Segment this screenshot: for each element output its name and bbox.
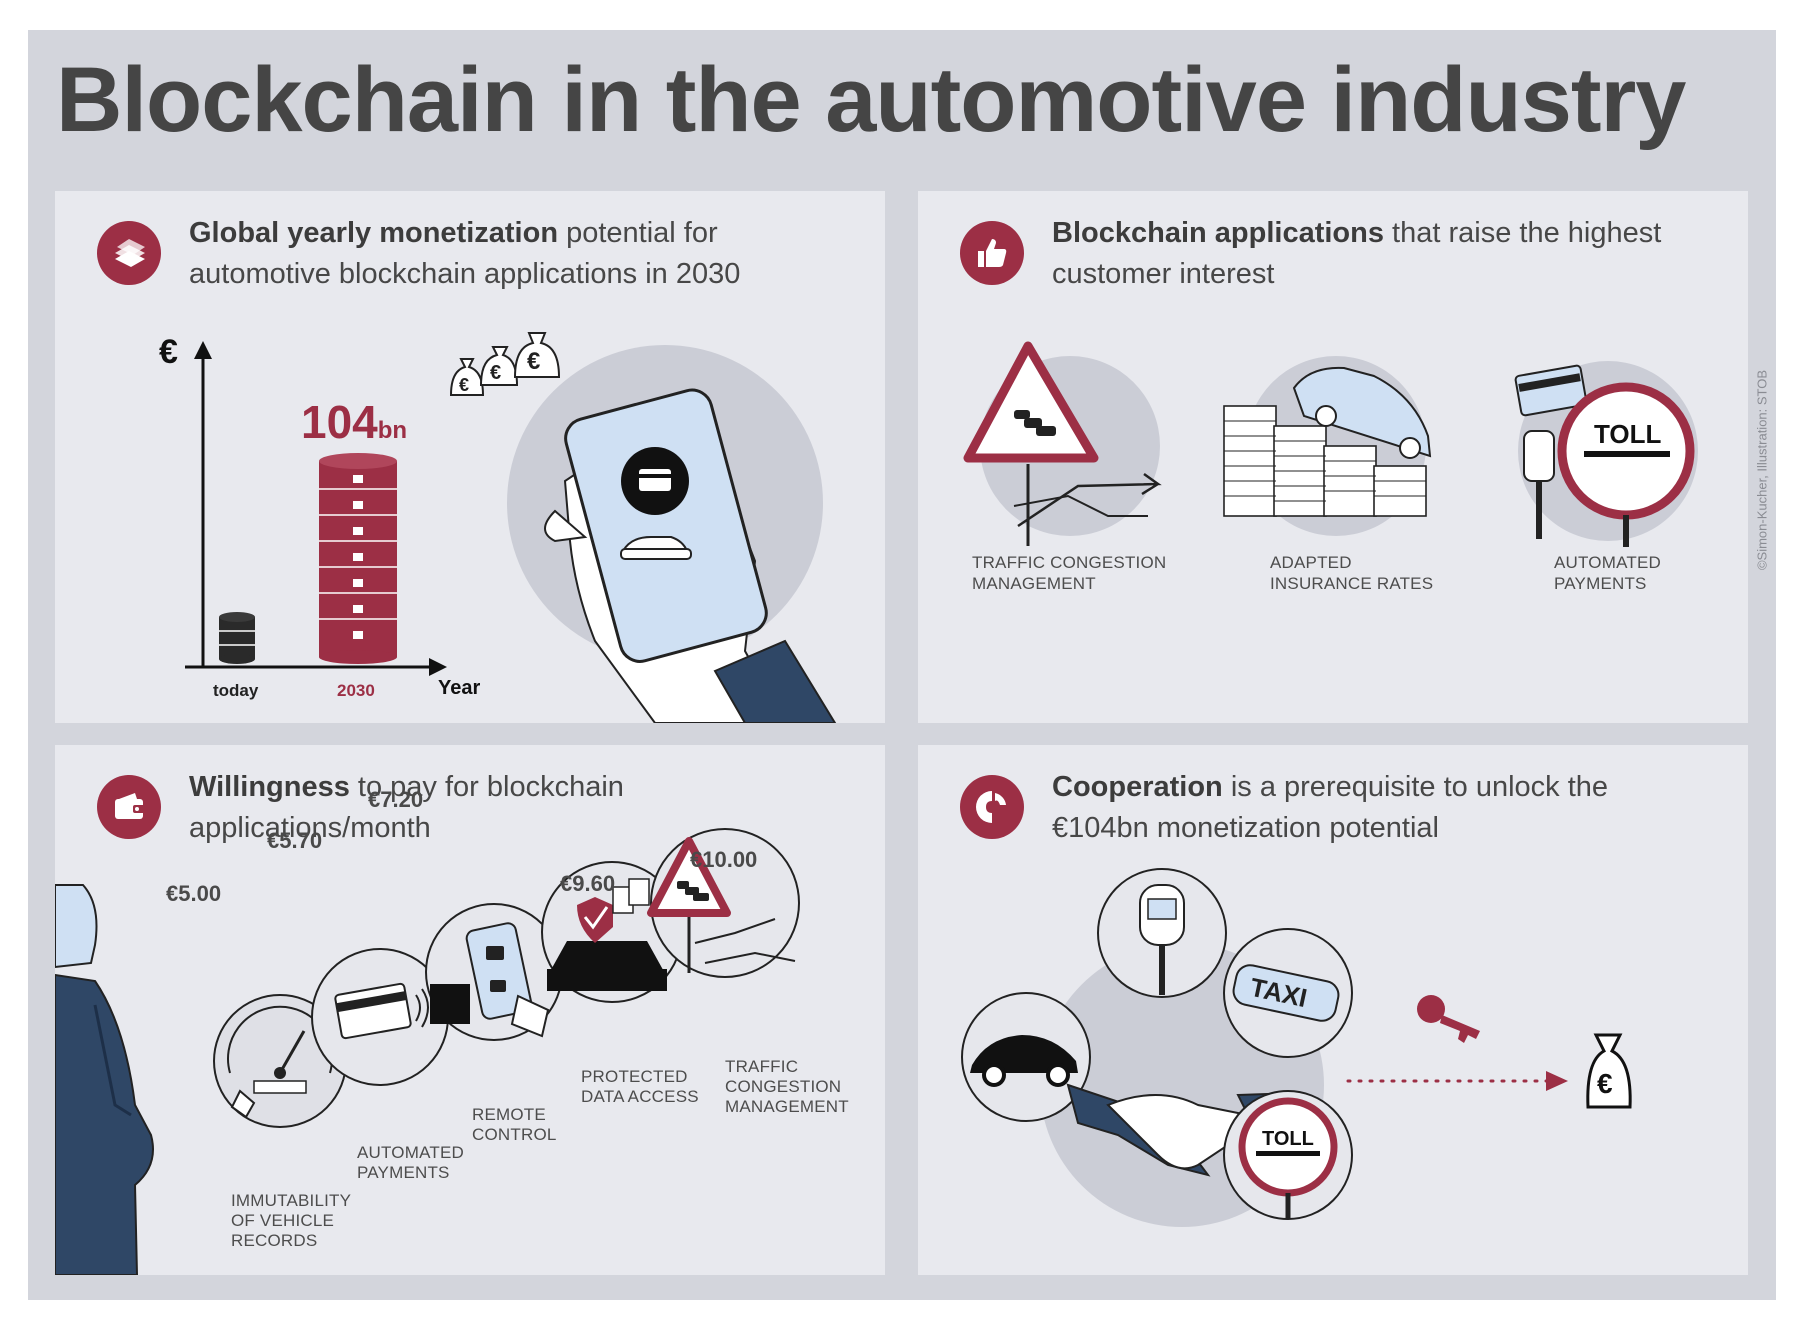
caption-line: INSURANCE RATES: [1270, 574, 1434, 593]
panel-title: Global yearly monetization potential for…: [189, 213, 849, 295]
phone-hand-illustration: [507, 345, 837, 723]
price-data-access-top: €9.60: [560, 871, 616, 896]
traffic-sign-icon: [963, 341, 1162, 546]
price-immutability: €5.00: [166, 881, 222, 906]
panel-customer-interest: Blockchain applications that raise the h…: [918, 191, 1748, 723]
caption-line: MANAGEMENT: [725, 1097, 849, 1116]
panel-title-rest: that raise the highest customer interest: [1052, 217, 1662, 290]
caption-line: PAYMENTS: [1554, 574, 1647, 593]
data-access-circle: [541, 861, 683, 1003]
thumbs-up-icon: [960, 221, 1024, 285]
caption-line: TRAFFIC: [725, 1057, 799, 1076]
panel-title-rest: to pay for blockchain applications/month: [189, 771, 624, 844]
panel-cooperation: Cooperation is a prerequisite to unlock …: [918, 745, 1748, 1275]
price-remote-control: €7.20: [368, 787, 424, 812]
panel-willingness: Willingness to pay for blockchain applic…: [55, 745, 885, 1275]
person-illustration: [55, 884, 154, 1275]
caption-line: TRAFFIC CONGESTION: [972, 553, 1167, 572]
caption-line: DATA ACCESS: [581, 1087, 699, 1106]
panel-title: Blockchain applications that raise the h…: [1052, 213, 1712, 295]
caption-remote-control: REMOTE CONTROL: [472, 1105, 557, 1145]
panel-title-bold: Blockchain applications: [1052, 217, 1384, 249]
main-title: Blockchain in the automotive industry: [56, 49, 1686, 151]
caption-line: PROTECTED: [581, 1067, 688, 1086]
wallet-icon: [97, 775, 161, 839]
value-number: 104: [301, 396, 378, 448]
caption-line: RECORDS: [231, 1231, 318, 1250]
interest-item-insurance: ADAPTED INSURANCE RATES: [1270, 552, 1433, 594]
panel-title: Willingness to pay for blockchain applic…: [189, 767, 849, 849]
panel-title-rest: is a prerequisite to unlock the €104bn m…: [1052, 771, 1609, 844]
panel-title-rest: potential for automotive blockchain appl…: [189, 217, 741, 290]
price-automated-payments: €5.70: [267, 828, 323, 853]
toll-text-2: TOLL: [1262, 1128, 1314, 1150]
caption-line: PAYMENTS: [357, 1163, 450, 1182]
money-stack-icon: [97, 221, 161, 285]
caption-line: CONGESTION: [725, 1077, 842, 1096]
caption-automated-payments: AUTOMATED PAYMENTS: [357, 1143, 464, 1183]
coins-car-icon: [1223, 356, 1432, 536]
panel-title-bold: Global yearly monetization: [189, 217, 559, 249]
caption-immutability: IMMUTABILITY OF VEHICLE RECORDS: [231, 1191, 351, 1251]
puzzle-icon: [960, 775, 1024, 839]
caption-line: REMOTE: [472, 1105, 546, 1124]
caption-line: IMMUTABILITY: [231, 1191, 352, 1210]
caption-line: MANAGEMENT: [972, 574, 1096, 593]
caption-line: CONTROL: [472, 1125, 557, 1144]
category-2030: 2030: [337, 681, 375, 700]
svg-text:€: €: [490, 362, 501, 384]
remote-control-circle: [425, 903, 563, 1041]
interest-item-traffic: TRAFFIC CONGESTION MANAGEMENT: [972, 552, 1166, 594]
image-credit: ©Simon-Kucher, Illustration: STOB: [1754, 369, 1770, 571]
value-unit: bn: [377, 417, 408, 444]
bar-today: [219, 612, 255, 664]
caption-line: ADAPTED: [1270, 553, 1352, 572]
category-today: today: [213, 681, 259, 700]
caption-traffic-management: TRAFFIC CONGESTION MANAGEMENT: [725, 1057, 849, 1117]
panel-title-bold: Willingness: [189, 771, 350, 803]
svg-text:€: €: [527, 348, 540, 375]
traffic-management-circle: [647, 828, 800, 978]
x-axis-label: Year: [438, 677, 481, 699]
toll-sign-icon: TOLL: [1514, 361, 1698, 547]
value-label-2030: 104bn: [301, 395, 407, 449]
caption-data-access: PROTECTED DATA ACCESS: [581, 1067, 699, 1107]
caption-line: OF VEHICLE: [231, 1211, 335, 1230]
caption-line: AUTOMATED: [357, 1143, 464, 1162]
panel-title: Cooperation is a prerequisite to unlock …: [1052, 767, 1712, 849]
svg-text:€: €: [459, 375, 469, 395]
y-axis-symbol: €: [159, 333, 178, 371]
bar-2030: [319, 453, 397, 664]
chart-axes: [185, 341, 447, 676]
toll-text: TOLL: [1594, 419, 1662, 449]
cooperation-illustration: TAXI TOLL €: [961, 868, 1632, 1227]
money-bags-icon: € € €: [449, 332, 561, 396]
panel-monetization: Global yearly monetization potential for…: [55, 191, 885, 723]
panel-title-bold: Cooperation: [1052, 771, 1223, 803]
money-bag-symbol: €: [1597, 1068, 1613, 1099]
caption-line: AUTOMATED: [1554, 553, 1661, 572]
price-traffic-management: €10.00: [690, 847, 758, 872]
interest-item-payments: AUTOMATED PAYMENTS: [1554, 552, 1661, 594]
payment-card-circle: [311, 948, 449, 1086]
